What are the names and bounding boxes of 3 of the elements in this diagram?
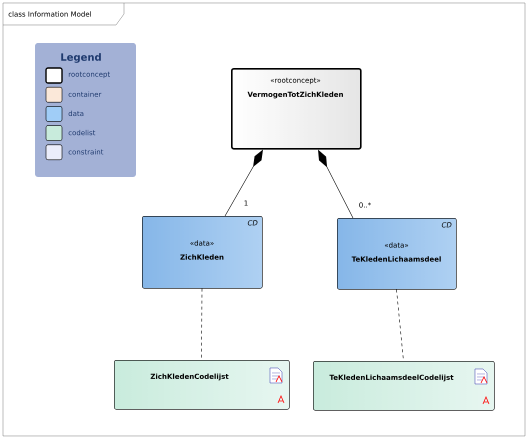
legend-title: Legend xyxy=(61,53,101,63)
connector xyxy=(201,288,202,360)
connector xyxy=(224,150,263,216)
